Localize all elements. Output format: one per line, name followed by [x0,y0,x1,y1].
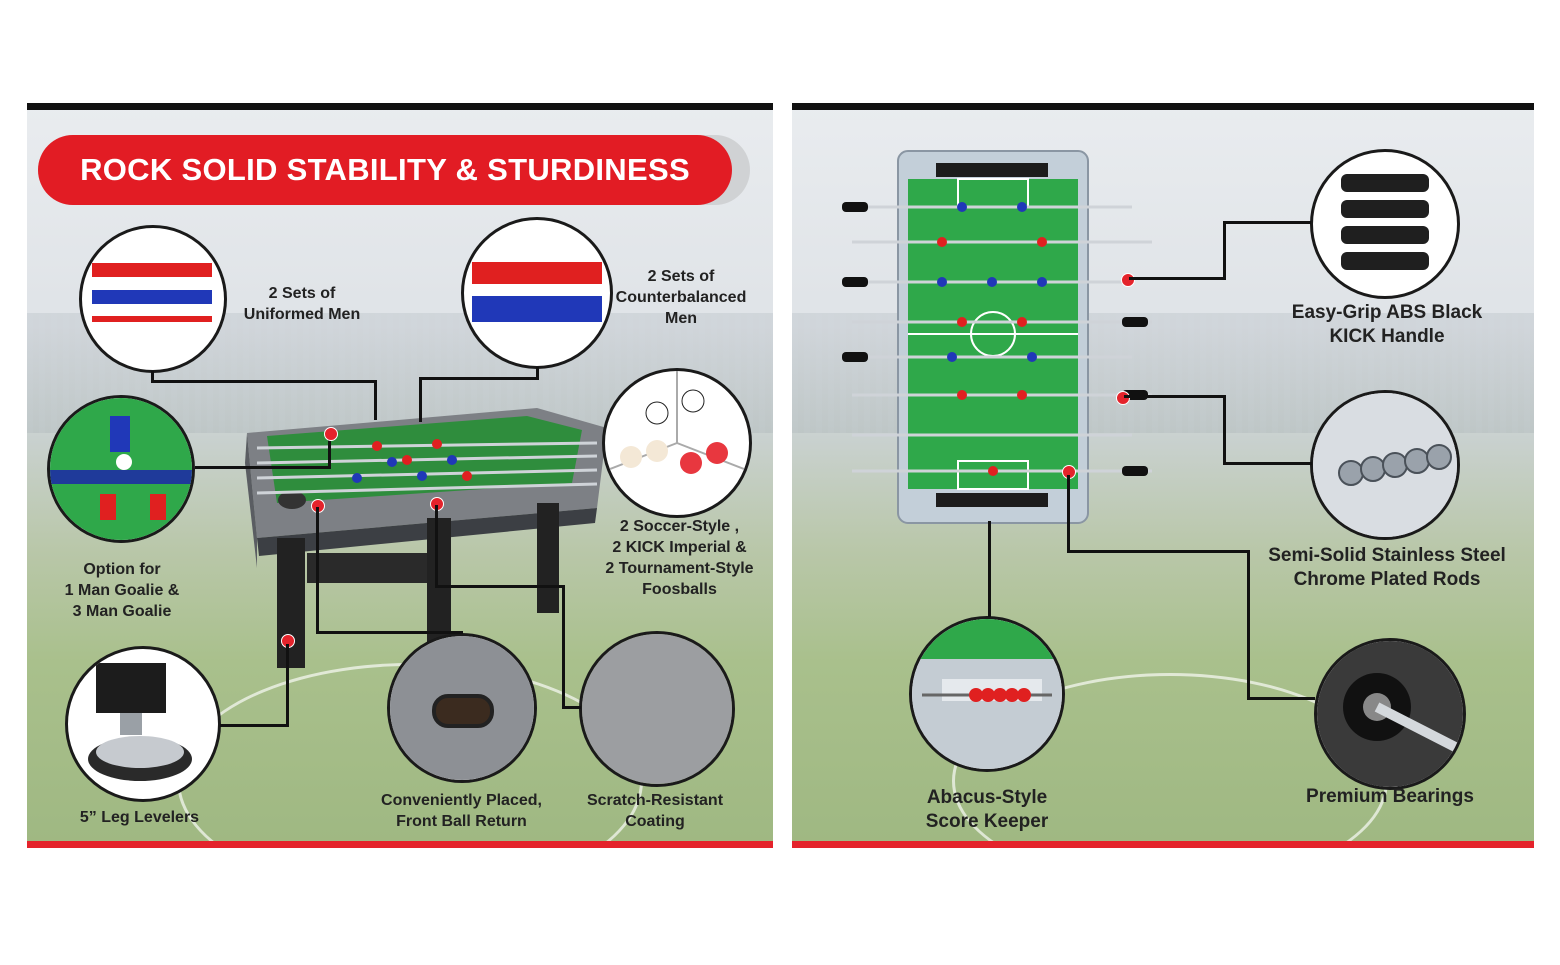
player-figures-icon [472,262,602,322]
leg-leveler-icon [88,663,192,781]
coating-circle [579,631,735,787]
bottom-bar [27,841,773,848]
handle-circle [1310,149,1460,299]
handle-icon [1341,174,1429,270]
connector-line [286,644,289,727]
leg-levelers-label: 5” Leg Levelers [79,809,200,826]
right-feature-panel: Easy-Grip ABS Black KICK Handle Semi-Sol… [792,103,1534,848]
score-keeper-label: Abacus-Style Score Keeper [925,787,1049,832]
rods-circle [1310,390,1460,540]
bottom-bar [792,841,1534,848]
connector-line [536,367,539,380]
goalie-option-circle [47,395,195,543]
ball-return-circle [387,633,537,783]
connector-line [1067,475,1070,553]
connector-line [328,436,331,469]
foosballs-label: 2 Soccer-Style , 2 KICK Imperial & 2 Tou… [605,518,754,598]
connector-line [195,466,330,469]
hotspot-dot [1121,273,1135,287]
connector-line [1124,395,1226,398]
connector-line [435,585,565,588]
connector-line [151,380,377,383]
foosball-table-image [245,408,607,668]
connector-line [1223,462,1312,465]
bearings-circle [1314,638,1466,790]
handle-label: Easy-Grip ABS Black KICK Handle [1291,302,1483,347]
connector-line [562,585,565,709]
connector-line [1247,550,1250,700]
hotspot-dot [324,427,338,441]
top-bar [792,103,1534,110]
connector-line [1223,395,1226,465]
connector-line [374,380,377,420]
headline-text: ROCK SOLID STABILITY & STURDINESS [38,135,732,205]
foosballs-icon [605,371,749,474]
connector-line [435,505,438,587]
rods-label: Semi-Solid Stainless Steel Chrome Plated… [1268,545,1506,590]
connector-line [1223,221,1311,224]
bearings-label: Premium Bearings [1306,786,1474,807]
uniformed-men-label: 2 Sets of Uniformed Men [243,285,361,323]
rods-icon [1313,393,1457,537]
ball-return-icon [390,636,534,780]
coating-swatch [582,634,732,784]
connector-line [316,507,319,634]
coating-label: Scratch-Resistant Coating [586,792,724,830]
connector-line [1067,550,1250,553]
connector-line [1247,697,1315,700]
connector-line [151,371,154,383]
connector-line [988,521,991,617]
connector-line [220,724,289,727]
player-figures-icon [92,263,212,322]
counterbalanced-men-label: 2 Sets of Counterbalanced Men [615,268,747,327]
leg-levelers-circle [65,646,221,802]
connector-line [562,706,581,709]
headline-banner: ROCK SOLID STABILITY & STURDINESS [38,135,750,205]
uniformed-men-circle [79,225,227,373]
connector-line [1223,221,1226,280]
goalie-option-label: Option for 1 Man Goalie & 3 Man Goalie [64,561,180,620]
goalie-figure-icon [50,398,192,540]
score-keeper-icon [912,619,1062,769]
connector-line [1129,277,1226,280]
foosballs-circle [602,368,752,518]
foosball-table-topview-image [842,150,1152,524]
connector-line [316,631,463,634]
top-bar [27,103,773,110]
connector-line [419,377,422,422]
left-feature-panel: ROCK SOLID STABILITY & STURDINESS [27,103,773,848]
bearing-icon [1317,641,1463,787]
ball-return-label: Conveniently Placed, Front Ball Return [381,792,542,830]
connector-line [419,377,537,380]
score-keeper-circle [909,616,1065,772]
hotspot-dot [1116,391,1130,405]
counterbalanced-men-circle [461,217,613,369]
